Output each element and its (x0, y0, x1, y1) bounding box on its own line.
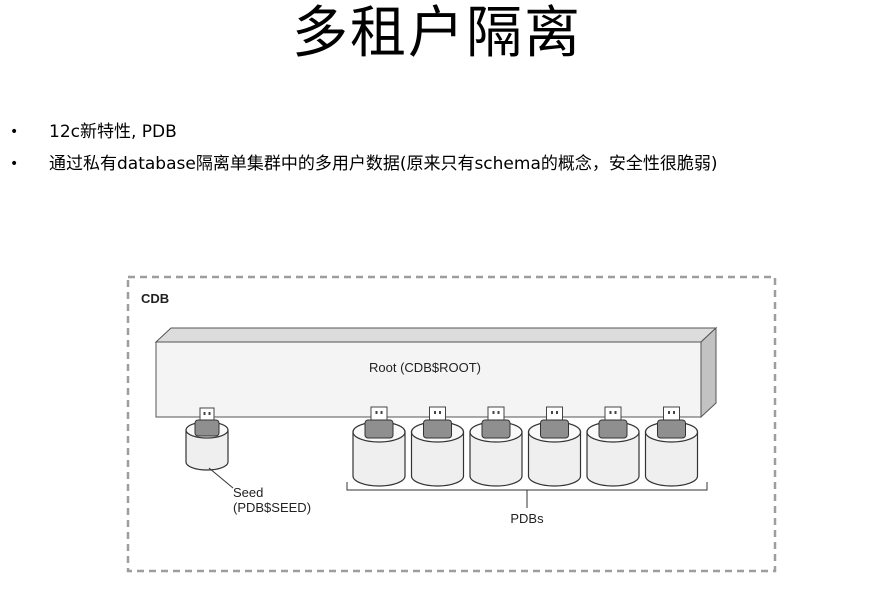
plug-pin (375, 411, 378, 414)
bullet-text: 通过私有database隔离单集群中的多用户数据(原来只有schema的概念，安… (49, 154, 718, 174)
plug-body (657, 419, 686, 439)
pdbs-label: PDBs (510, 511, 544, 526)
plug-body (540, 419, 569, 439)
root-bar-side (700, 326, 717, 419)
plug-pin (434, 411, 436, 414)
cylinder-body (469, 431, 523, 487)
plug-body (423, 419, 452, 439)
database-cylinder (185, 407, 229, 471)
database-cylinder (527, 406, 582, 487)
plug-body (481, 419, 511, 439)
plug-body (194, 419, 220, 437)
plug-tip (199, 407, 215, 421)
database-cylinder (644, 406, 699, 487)
plug-pin (614, 411, 617, 414)
cylinder-body (410, 431, 465, 487)
bullet-text: 12c新特性, PDB (49, 122, 177, 142)
plug-pin (668, 411, 670, 414)
bullet-list: • 12c新特性, PDB • 通过私有database隔离单集群中的多用户数据… (0, 118, 874, 182)
seed-label-line1: Seed (233, 485, 263, 500)
plug-body (364, 419, 394, 439)
cylinder-body (185, 429, 229, 471)
plug-tip (487, 406, 505, 421)
cylinder-body (644, 431, 699, 487)
root-bar-top (154, 327, 718, 343)
database-cylinder (352, 406, 406, 487)
root-bar-front (155, 341, 702, 418)
plug-tip (604, 406, 622, 421)
plug-body (598, 419, 628, 439)
plug-pin (551, 411, 553, 414)
cylinder-body (586, 431, 640, 487)
database-cylinder (469, 406, 523, 487)
plug-pin (673, 411, 675, 414)
database-cylinder (586, 406, 640, 487)
root-label: Root (CDB$ROOT) (369, 360, 481, 375)
plug-pin (556, 411, 558, 414)
plug-tip (370, 406, 388, 421)
cdb-label: CDB (141, 291, 169, 306)
bullet-dot: • (10, 156, 19, 172)
plug-tip (663, 406, 680, 421)
plug-pin (492, 411, 495, 414)
cdb-container-border (126, 275, 777, 573)
cylinder-body (527, 431, 582, 487)
pdbs-bracket (346, 482, 708, 508)
plug-pin (439, 411, 441, 414)
seed-pdb (185, 407, 229, 471)
root-container-bar: Root (CDB$ROOT) (154, 326, 718, 419)
plug-pin (380, 411, 383, 414)
pdb-group (352, 406, 699, 487)
bullet-item: • 通过私有database隔离单集群中的多用户数据(原来只有schema的概念… (0, 150, 874, 182)
plug-pin (609, 411, 612, 414)
plug-pin (203, 412, 206, 415)
plug-pin (208, 412, 211, 415)
slide-title: 多租户隔离 (292, 1, 582, 66)
bullet-item: • 12c新特性, PDB (0, 118, 874, 150)
plug-pin (497, 411, 500, 414)
plug-tip (429, 406, 446, 421)
bullet-dot: • (10, 124, 19, 140)
seed-label-line2: (PDB$SEED) (233, 500, 311, 515)
plug-tip (546, 406, 563, 421)
cylinder-body (352, 431, 406, 487)
database-cylinder (410, 406, 465, 487)
seed-label-connector (208, 467, 234, 489)
